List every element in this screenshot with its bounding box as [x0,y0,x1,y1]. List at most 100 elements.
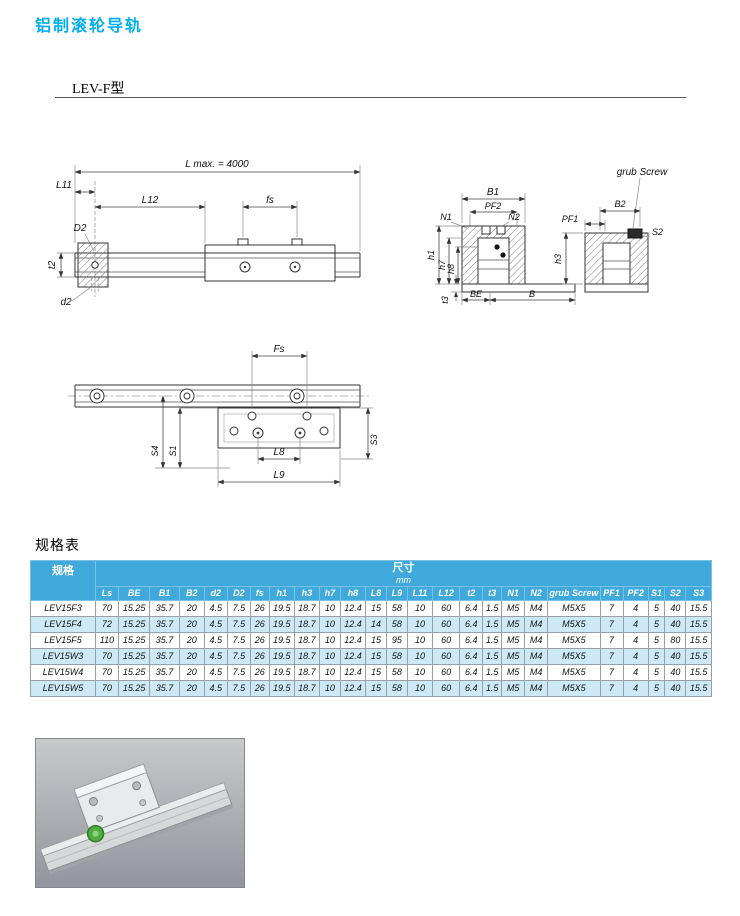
value-cell: 58 [385,599,408,617]
dim-label-s3: S3 [369,434,379,445]
value-cell: 15.25 [117,631,151,649]
value-cell: 12.4 [339,631,367,649]
value-cell: 80 [664,631,687,649]
value-cell: 19.5 [268,631,295,649]
value-cell: 6.4 [459,679,484,697]
value-cell: 7.5 [226,647,251,665]
value-cell: 70 [94,647,119,665]
value-cell: M4 [524,615,549,633]
value-cell: 15.5 [685,615,712,633]
value-cell: 5 [647,679,666,697]
value-cell: 70 [94,663,119,681]
dim-label-fs-plan: Fs [273,344,284,355]
dim-label-n2: N2 [508,212,520,222]
column-header: S3 [685,585,712,601]
value-cell: 60 [432,663,461,681]
value-cell: 6.4 [459,663,484,681]
dimension-group-label: 尺寸 [392,562,415,574]
column-header: L9 [385,585,408,601]
value-cell: M5X5 [547,631,601,649]
column-header: d2 [203,585,228,601]
value-cell: 15 [365,647,387,665]
value-cell: 60 [432,647,461,665]
value-cell: 7.5 [226,679,251,697]
model-cell: LEV15W3 [30,647,96,665]
value-cell: 18.7 [293,615,320,633]
model-cell: LEV15F3 [30,599,96,617]
value-cell: 35.7 [149,599,180,617]
value-cell: 10 [406,599,434,617]
value-cell: 7.5 [226,599,251,617]
value-cell: 110 [94,631,119,649]
value-cell: 7 [599,599,624,617]
column-header: D2 [226,585,251,601]
value-cell: 1.5 [482,615,503,633]
value-cell: 5 [647,599,666,617]
product-photo-render [35,738,245,888]
value-cell: 5 [647,647,666,665]
value-cell: 35.7 [149,679,180,697]
value-cell: 20 [178,631,205,649]
technical-drawing: L max. = 4000 L11 L12 fs D2 [47,159,668,487]
value-cell: 18.7 [293,631,320,649]
value-cell: 60 [432,679,461,697]
value-cell: 1.5 [482,663,503,681]
dim-label-pf1: PF1 [562,214,579,224]
value-cell: 19.5 [268,679,295,697]
value-cell: 10 [406,679,434,697]
value-cell: 7.5 [226,615,251,633]
value-cell: 60 [432,631,461,649]
value-cell: 15.25 [117,663,151,681]
value-cell: 20 [178,599,205,617]
value-cell: 10 [318,647,341,665]
value-cell: 10 [318,679,341,697]
dim-label-l12: L12 [142,195,159,206]
value-cell: 19.5 [268,647,295,665]
value-cell: 7 [599,615,624,633]
value-cell: 70 [94,679,119,697]
value-cell: M5 [501,647,526,665]
value-cell: M5X5 [547,615,601,633]
base-plate [461,283,576,293]
spec-table-title: 规格表 [35,537,80,553]
model-cell: LEV15F5 [30,631,96,649]
dim-label-d2-hole: D2 [74,223,87,234]
column-header: grub Screw [547,585,601,601]
column-header: PF2 [622,585,649,601]
dim-label-b1: B1 [487,187,499,198]
dim-label-l11: L11 [56,180,72,191]
value-cell: M4 [524,599,549,617]
value-cell: 4.5 [203,647,228,665]
value-cell: 12.4 [339,599,367,617]
value-cell: 19.5 [268,663,295,681]
value-cell: 15.5 [685,679,712,697]
value-cell: 12.4 [339,663,367,681]
value-cell: 12.4 [339,615,367,633]
value-cell: 15.5 [685,599,712,617]
carriage-plan [217,407,341,449]
value-cell: 26 [249,663,270,681]
side-view: L max. = 4000 L11 L12 fs D2 [47,159,361,308]
value-cell: 1.5 [482,679,503,697]
value-cell: 6.4 [459,599,484,617]
column-header: t2 [459,585,484,601]
column-header: PF1 [599,585,624,601]
value-cell: 40 [664,615,687,633]
page-title: 铝制滚轮导轨 [35,18,144,35]
column-header: L12 [432,585,461,601]
value-cell: 15.5 [685,631,712,649]
heading-rule [55,97,686,98]
value-cell: 18.7 [293,599,320,617]
value-cell: M5X5 [547,679,601,697]
value-cell: 4.5 [203,631,228,649]
value-cell: 70 [94,599,119,617]
value-cell: 12.4 [339,679,367,697]
value-cell: 10 [406,631,434,649]
series-heading: LEV-F型 [72,82,125,97]
value-cell: 4 [622,679,649,697]
